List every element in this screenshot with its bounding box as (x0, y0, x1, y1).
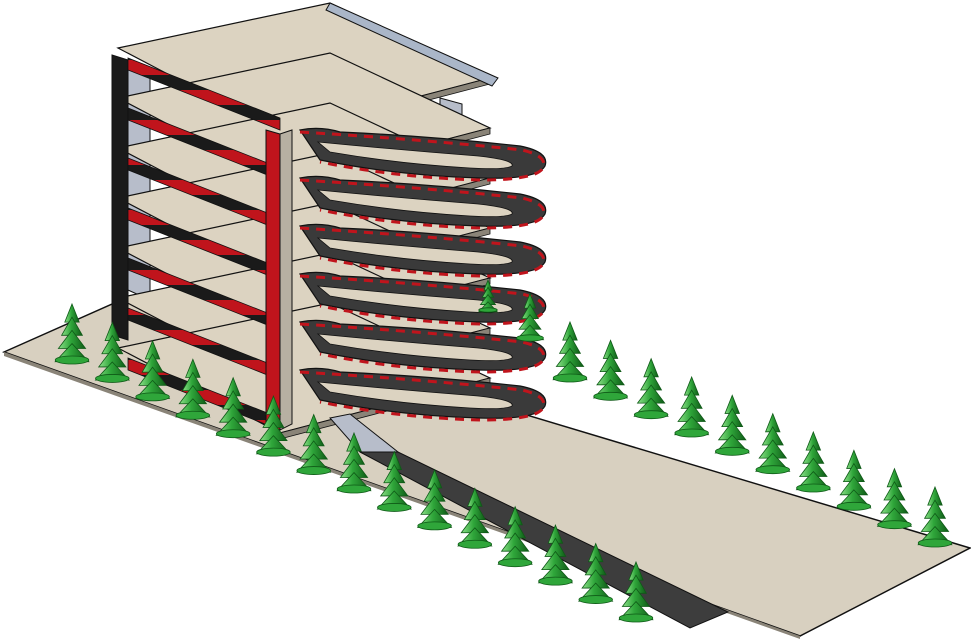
tree (673, 375, 710, 438)
tree (54, 302, 90, 365)
ramp-turn (299, 127, 547, 182)
tree (917, 485, 953, 548)
corner-post (111, 54, 129, 341)
ramp-turn (299, 175, 547, 230)
tree (795, 430, 832, 493)
tree (836, 449, 872, 511)
striped-beam (127, 57, 281, 131)
front-red-column (265, 129, 281, 431)
ramp-inner-void (316, 333, 513, 362)
ramp-inner-void (316, 189, 513, 218)
tree (552, 320, 588, 383)
tree (336, 431, 372, 494)
ramp-inner-void (316, 237, 513, 266)
roof-gutter (325, 2, 499, 87)
tree (457, 487, 493, 549)
tree (876, 467, 913, 530)
tree (618, 560, 654, 623)
tree (577, 542, 614, 604)
front-column-side (279, 129, 293, 431)
tree (416, 468, 453, 531)
tree (633, 357, 669, 420)
tree (134, 339, 171, 402)
tree (376, 450, 413, 512)
tree (175, 358, 211, 420)
tree (592, 339, 629, 401)
tree-rows (54, 279, 953, 623)
tree (295, 413, 332, 475)
ramp-inner-void (316, 141, 513, 170)
ramp-inner-void (316, 381, 513, 410)
ground-ramp-entrance (329, 413, 400, 453)
tree (755, 412, 791, 475)
tree (537, 524, 574, 586)
ramp-turn (299, 367, 547, 422)
tree (515, 292, 545, 342)
ramp-turn (299, 223, 547, 278)
ramp-inner-void (316, 285, 513, 314)
tree (94, 321, 131, 383)
tree (255, 395, 292, 457)
tree (497, 505, 533, 568)
tree (215, 376, 251, 439)
tree (477, 279, 499, 313)
tree (714, 394, 750, 456)
spiral-ramp (299, 127, 547, 422)
ramp-turn (299, 319, 547, 374)
